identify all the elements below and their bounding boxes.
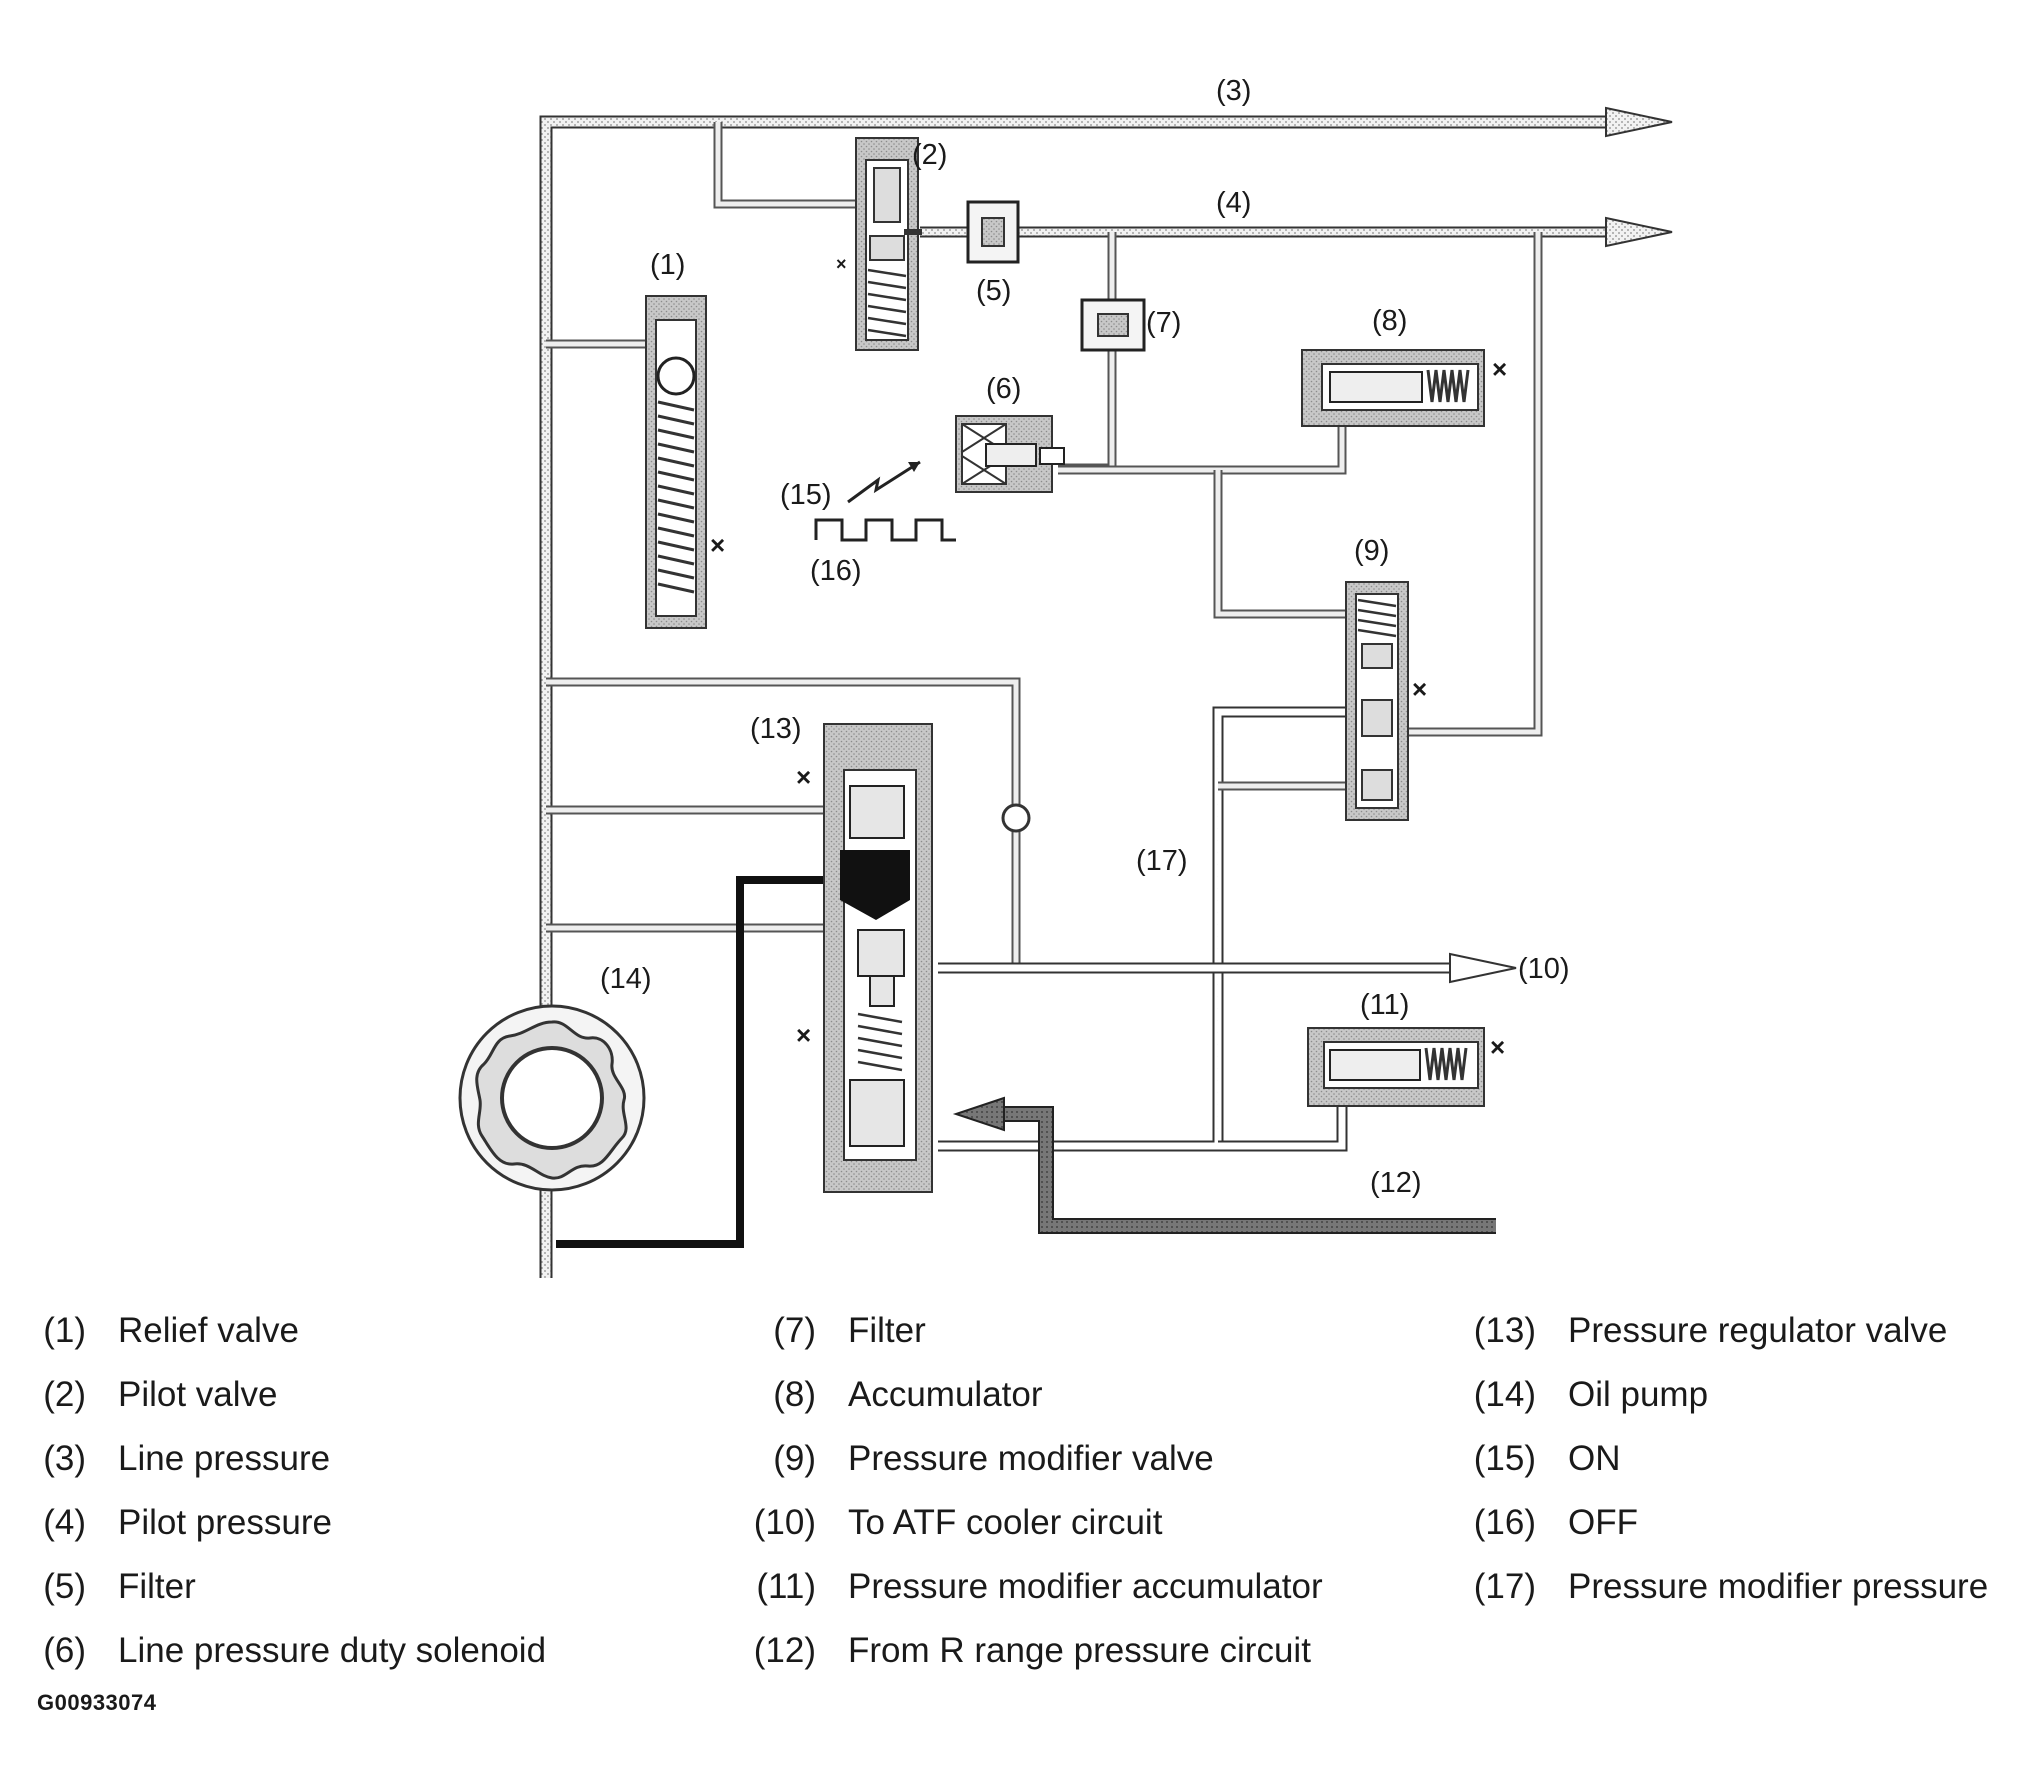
line-pressure-passage: [539, 106, 1673, 1278]
callout-6: (6): [986, 373, 1021, 405]
pressure-modifier-valve: [1345, 581, 1409, 821]
hydraulic-circuit-diagram: *: [458, 75, 1673, 1278]
callout-2: (2): [912, 139, 947, 171]
callout-17: (17): [1136, 845, 1188, 877]
legend-item: (11)Pressure modifier accumulator: [756, 1567, 1323, 1606]
legend-item: (14)Oil pump: [1473, 1375, 1709, 1414]
svg-text:×: ×: [1412, 674, 1427, 704]
callout-15: (15): [780, 479, 832, 511]
atf-cooler-passage: [938, 952, 1517, 984]
callout-7: (7): [1146, 307, 1181, 339]
legend-item: (2)Pilot valve: [43, 1375, 278, 1414]
callout-16: (16): [810, 555, 862, 587]
callout-12: (12): [1370, 1167, 1422, 1199]
filter-5: [966, 200, 1020, 264]
callout-11: (11): [1360, 989, 1409, 1021]
pump-discharge-passage: [556, 876, 850, 1248]
callout-4: (4): [1216, 187, 1251, 219]
pressure-modifier-accumulator: [1307, 1027, 1485, 1107]
pressure-modifier-passage: [938, 706, 1354, 1152]
svg-text:×: ×: [1490, 1032, 1505, 1062]
filter-7: [1080, 298, 1146, 352]
relief-valve: [645, 295, 707, 629]
callout-5: (5): [976, 275, 1011, 307]
legend-item: (3)Line pressure: [43, 1439, 331, 1478]
callout-13: (13): [750, 713, 802, 745]
oil-pump: [458, 1004, 646, 1192]
legend: (1)Relief valve (2)Pilot valve (3)Line p…: [0, 1296, 2042, 1696]
callout-1: (1): [650, 249, 685, 281]
legend-item: (7)Filter: [773, 1311, 926, 1350]
callout-3: (3): [1216, 75, 1251, 107]
legend-item: (4)Pilot pressure: [43, 1503, 332, 1542]
figure-id: G00933074: [37, 1690, 157, 1715]
pilot-pressure-passage: [920, 216, 1673, 737]
pressure-regulator-valve: [823, 723, 933, 1193]
duty-solenoid: [955, 415, 1065, 493]
callout-14: (14): [600, 963, 652, 995]
svg-text:×: ×: [796, 1020, 811, 1050]
accumulator: [1301, 349, 1485, 427]
legend-item: (16)OFF: [1473, 1503, 1638, 1542]
legend-item: (8)Accumulator: [773, 1375, 1043, 1414]
legend-item: (17)Pressure modifier pressure: [1473, 1567, 1989, 1606]
drain-marks: × × × × × × ×: [710, 254, 1507, 1062]
svg-text:×: ×: [710, 530, 725, 560]
legend-item: (10)To ATF cooler circuit: [753, 1503, 1163, 1542]
callout-8: (8): [1372, 305, 1407, 337]
legend-item: (9)Pressure modifier valve: [773, 1439, 1214, 1478]
svg-text:×: ×: [836, 254, 847, 274]
legend-item: (6)Line pressure duty solenoid: [43, 1631, 547, 1670]
svg-text:×: ×: [796, 762, 811, 792]
pilot-valve: [855, 137, 922, 351]
svg-text:×: ×: [1492, 354, 1507, 384]
legend-item: (5)Filter: [43, 1567, 196, 1606]
r-range-passage: [952, 1096, 1496, 1234]
callout-9: (9): [1354, 535, 1389, 567]
legend-item: (12)From R range pressure circuit: [753, 1631, 1311, 1670]
duty-signal-icon: [814, 460, 956, 542]
legend-item: (13)Pressure regulator valve: [1473, 1311, 1948, 1350]
legend-item: (15)ON: [1473, 1439, 1621, 1478]
callout-10: (10): [1518, 953, 1570, 985]
legend-item: (1)Relief valve: [43, 1311, 299, 1350]
